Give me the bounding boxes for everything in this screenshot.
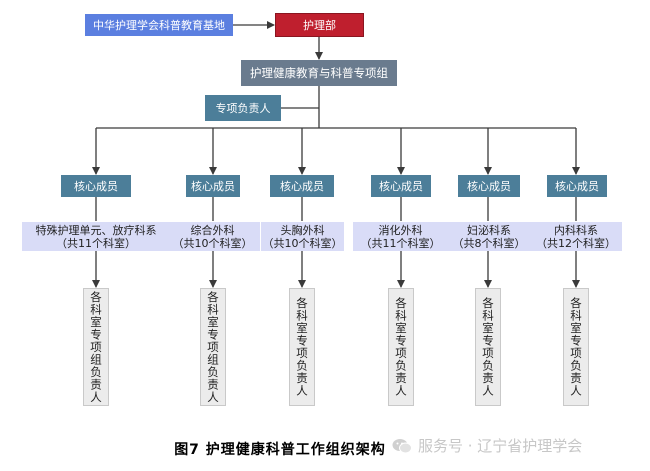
unit-count: （共12个科室） (536, 236, 616, 250)
unit-name: 综合外科 (190, 223, 235, 237)
responsible-node-4: 各科室专项负责人 (388, 288, 414, 406)
responsible-node-3: 各科室专项负责人 (289, 288, 315, 406)
unit-node-6: 内科科系 （共12个科室） (530, 222, 622, 251)
unit-count: （共10个科室） (172, 236, 253, 250)
nursing-dept-node: 护理部 (275, 13, 364, 37)
education-base-node: 中华护理学会科普教育基地 (85, 14, 233, 36)
wechat-icon (392, 438, 412, 453)
unit-node-5: 妇泌科系 （共8个科室） (446, 222, 532, 251)
unit-count: （共10个科室） (262, 236, 343, 250)
responsible-node-6: 各科室专项负责人 (563, 288, 589, 406)
core-member-node-2: 核心成员 (186, 175, 240, 197)
core-member-node-3: 核心成员 (270, 175, 334, 197)
core-member-node-5: 核心成员 (458, 175, 520, 197)
unit-count: （共11个科室） (360, 236, 441, 250)
unit-node-2: 综合外科 （共10个科室） (165, 222, 260, 251)
group-leader-node: 专项负责人 (205, 95, 281, 121)
unit-node-4: 消化外科 （共11个科室） (353, 222, 448, 251)
watermark: 服务号 · 辽宁省护理学会 (392, 435, 582, 456)
figure-caption: 图7 护理健康科普工作组织架构 (174, 442, 386, 458)
unit-name: 内科科系 (554, 223, 598, 237)
unit-count: （共8个科室） (452, 236, 526, 250)
unit-node-1: 特殊护理单元、放疗科系 （共11个科室） (22, 222, 170, 251)
core-member-node-1: 核心成员 (61, 175, 131, 197)
unit-name: 消化外科 (378, 223, 423, 237)
responsible-node-2: 各科室专项组负责人 (200, 288, 226, 406)
responsible-node-1: 各科室专项组负责人 (83, 288, 109, 406)
unit-name: 头胸外科 (280, 223, 325, 237)
unit-name: 特殊护理单元、放疗科系 (35, 223, 157, 237)
watermark-text: 服务号 · 辽宁省护理学会 (418, 437, 583, 455)
unit-node-3: 头胸外科 （共10个科室） (261, 222, 344, 251)
unit-name: 妇泌科系 (467, 223, 511, 237)
special-group-node: 护理健康教育与科普专项组 (241, 60, 397, 86)
core-member-node-4: 核心成员 (371, 175, 431, 197)
unit-count: （共11个科室） (56, 236, 136, 250)
core-member-node-6: 核心成员 (547, 175, 607, 197)
responsible-node-5: 各科室专项负责人 (475, 288, 501, 406)
